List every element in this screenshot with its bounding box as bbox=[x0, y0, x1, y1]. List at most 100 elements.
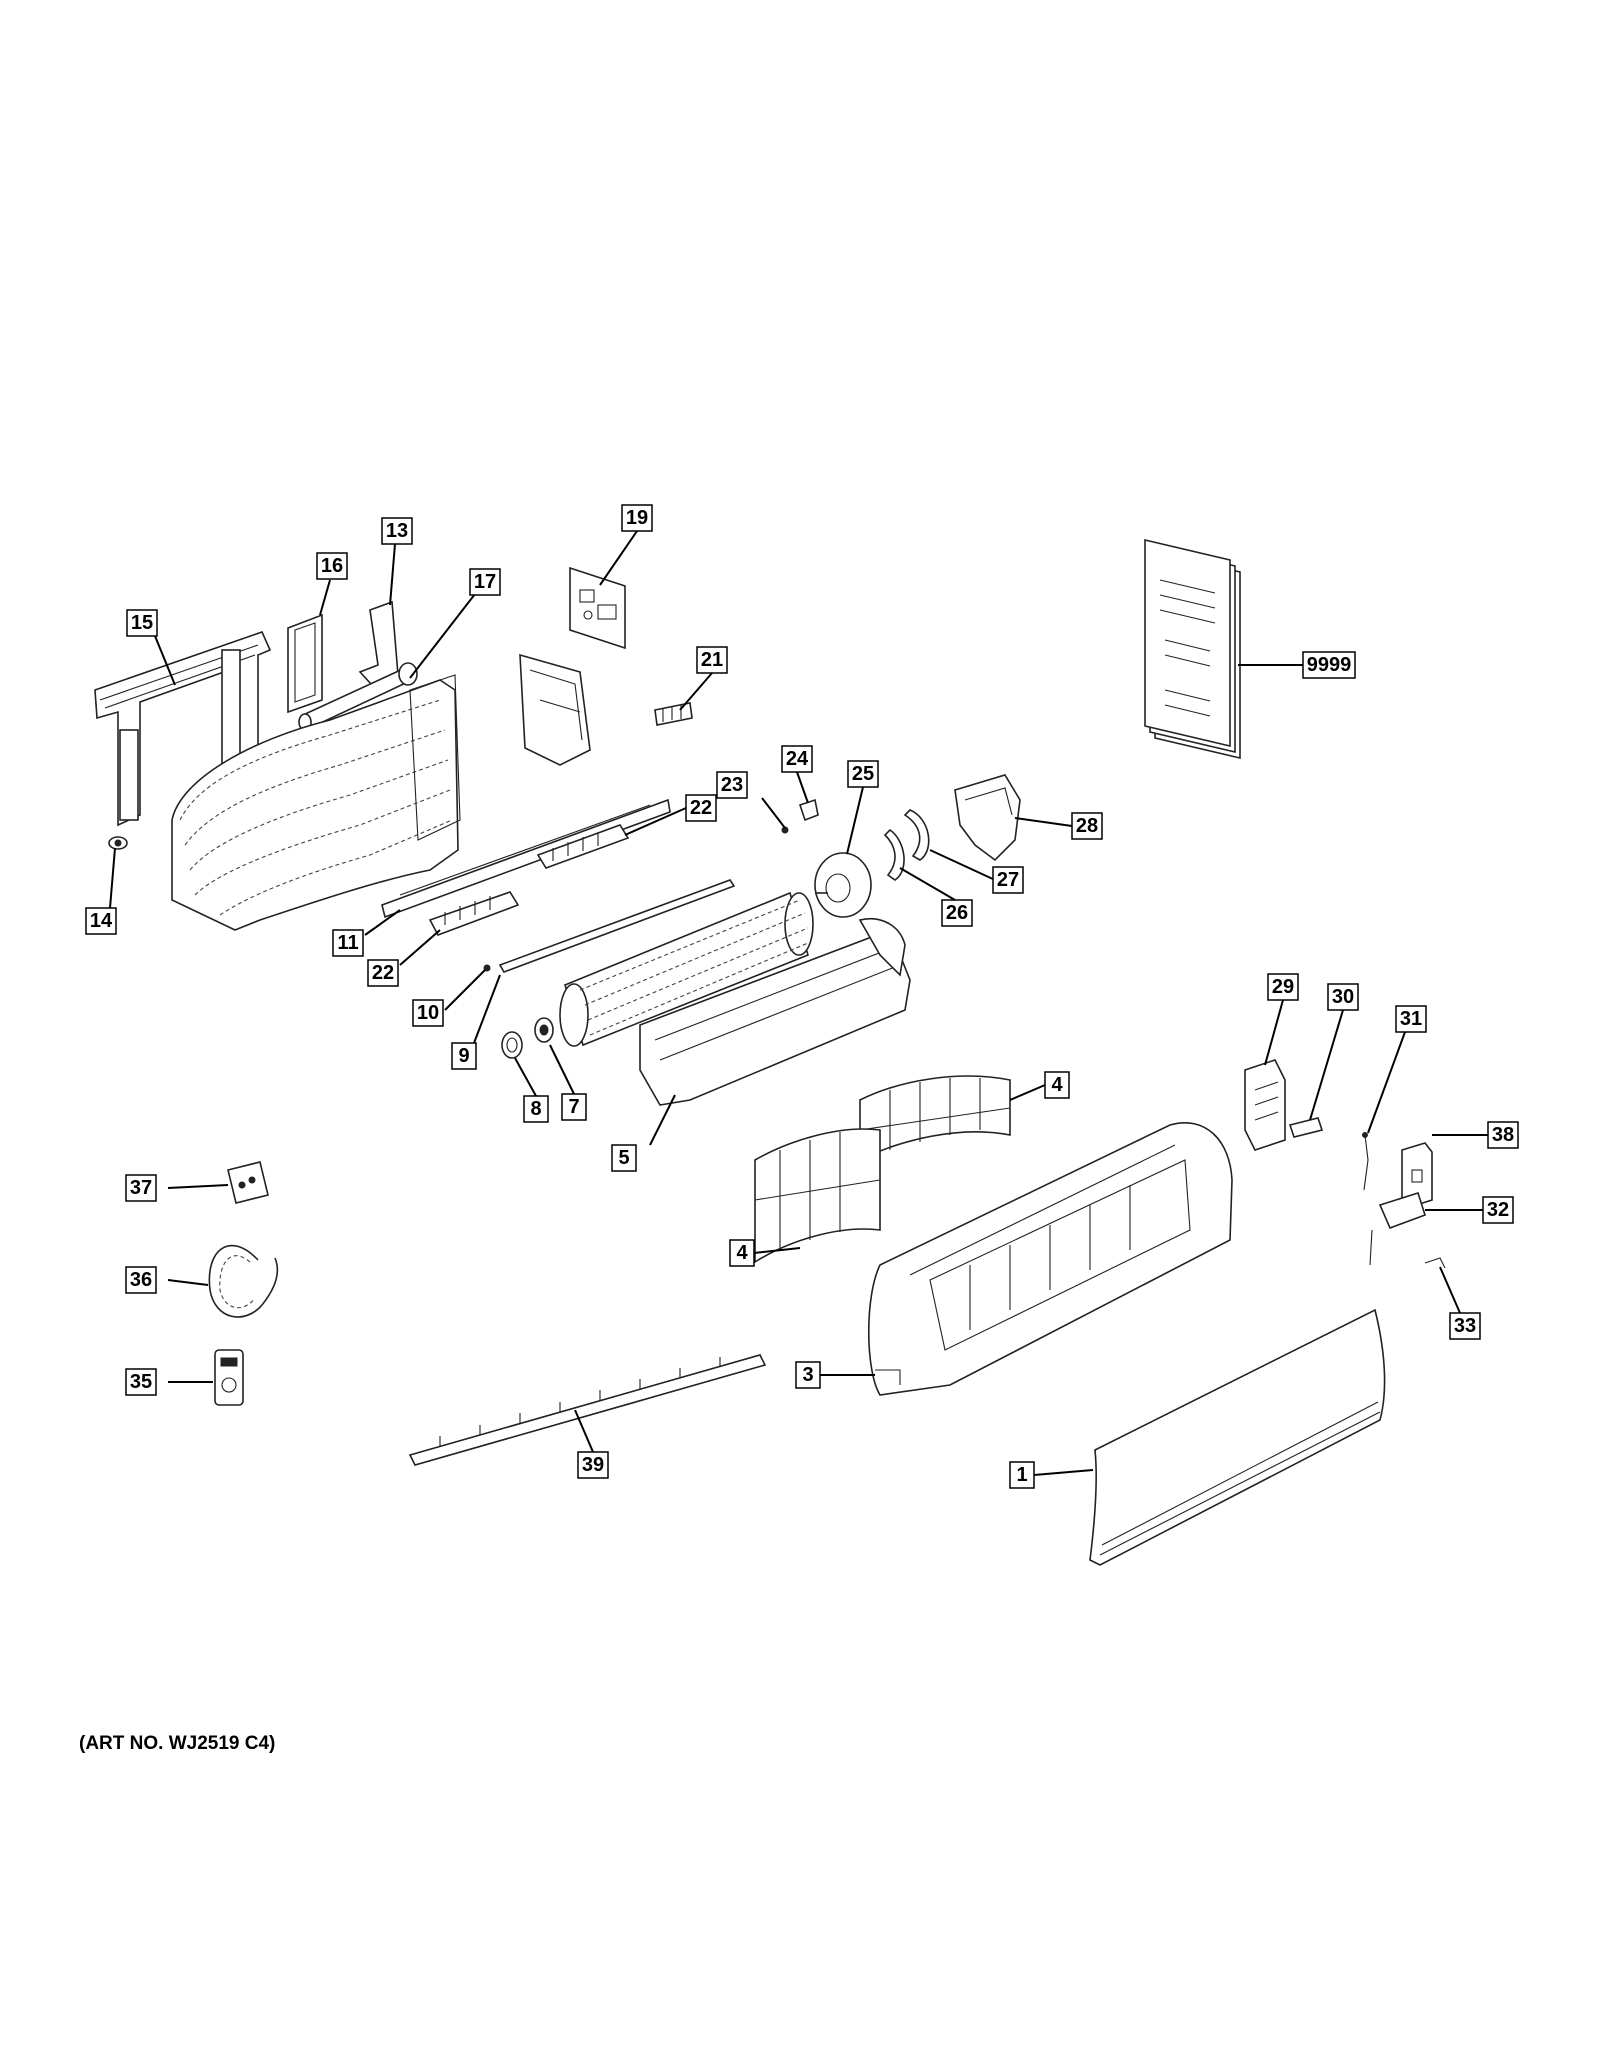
callout-13: 13 bbox=[381, 517, 413, 545]
callout-9999: 9999 bbox=[1302, 651, 1356, 679]
callout-9999-text: 9999 bbox=[1307, 654, 1352, 676]
callout-5-text: 5 bbox=[618, 1147, 629, 1169]
callout-9-text: 9 bbox=[458, 1045, 469, 1067]
callout-16: 16 bbox=[316, 552, 348, 580]
callout-33: 33 bbox=[1449, 1312, 1481, 1340]
callout-10-text: 10 bbox=[417, 1002, 439, 1024]
callout-14-text: 14 bbox=[90, 910, 113, 932]
part-evaporator-chassis bbox=[171, 674, 461, 931]
callout-25: 25 bbox=[847, 760, 879, 788]
callout-14: 14 bbox=[85, 907, 117, 935]
callout-27-text: 27 bbox=[997, 869, 1019, 891]
part-manual bbox=[1144, 538, 1241, 760]
part-vane-motor-b bbox=[536, 824, 630, 869]
callout-17: 17 bbox=[469, 568, 501, 596]
callout-3: 3 bbox=[795, 1361, 821, 1389]
callout-22-lower: 22 bbox=[367, 959, 399, 987]
part-bearing-holder bbox=[501, 1031, 523, 1059]
callout-27: 27 bbox=[992, 866, 1024, 894]
callout-10: 10 bbox=[412, 999, 444, 1027]
art-number-label: (ART NO. WJ2519 C4) bbox=[79, 1733, 276, 1754]
part-shaft-rod bbox=[498, 879, 736, 973]
part-filter-b bbox=[754, 1128, 881, 1264]
part-front-panel bbox=[1089, 1308, 1386, 1566]
callout-39-text: 39 bbox=[582, 1454, 604, 1476]
part-electrical-box bbox=[519, 653, 591, 766]
callout-32-text: 32 bbox=[1487, 1199, 1509, 1221]
part-bearing-ring bbox=[534, 1017, 554, 1043]
part-receiver-board bbox=[1369, 1191, 1426, 1266]
callout-35-text: 35 bbox=[130, 1371, 152, 1393]
callout-26: 26 bbox=[941, 899, 973, 927]
callout-23-text: 23 bbox=[721, 774, 743, 796]
callout-15-text: 15 bbox=[131, 612, 153, 634]
callout-16-text: 16 bbox=[321, 555, 343, 577]
part-blower-wheel bbox=[559, 891, 814, 1047]
callout-19-text: 19 bbox=[626, 507, 648, 529]
part-bracket bbox=[287, 613, 323, 714]
part-terminal-block bbox=[654, 702, 693, 726]
callout-21-text: 21 bbox=[701, 649, 723, 671]
part-front-housing bbox=[867, 1122, 1233, 1396]
callout-23: 23 bbox=[716, 771, 748, 799]
callout-13-text: 13 bbox=[386, 520, 408, 542]
callout-32: 32 bbox=[1482, 1196, 1514, 1224]
callout-8-text: 8 bbox=[530, 1098, 541, 1120]
callout-38: 38 bbox=[1487, 1121, 1519, 1149]
callout-17-text: 17 bbox=[474, 571, 496, 593]
part-drain-support bbox=[358, 600, 399, 686]
callout-22-upper: 22 bbox=[685, 794, 717, 822]
callout-11-text: 11 bbox=[337, 932, 358, 954]
part-display-board bbox=[1288, 1117, 1324, 1138]
callout-35: 35 bbox=[125, 1368, 157, 1396]
callout-26-text: 26 bbox=[946, 902, 968, 924]
callout-22-upper-text: 22 bbox=[690, 797, 712, 819]
part-sensor-wire bbox=[1362, 1132, 1369, 1191]
part-motor-clamp-lower bbox=[883, 828, 905, 881]
callout-38-text: 38 bbox=[1492, 1124, 1514, 1146]
callout-31: 31 bbox=[1395, 1005, 1427, 1033]
callout-28-text: 28 bbox=[1076, 815, 1098, 837]
callout-4-upper: 4 bbox=[1044, 1071, 1070, 1099]
part-side-cover bbox=[1244, 1059, 1286, 1151]
callout-25-text: 25 bbox=[852, 763, 874, 785]
callout-1: 1 bbox=[1009, 1461, 1035, 1489]
part-motor-cover bbox=[954, 774, 1021, 862]
callout-4-lower: 4 bbox=[729, 1239, 755, 1267]
part-fitting bbox=[108, 836, 128, 850]
part-drain-pan bbox=[639, 918, 911, 1106]
callout-24: 24 bbox=[781, 745, 813, 773]
callout-28: 28 bbox=[1071, 812, 1103, 840]
part-screw-bag bbox=[227, 1161, 269, 1204]
leader-lines bbox=[109, 530, 1488, 1476]
callout-37: 37 bbox=[125, 1174, 157, 1202]
callout-7-text: 7 bbox=[568, 1096, 579, 1118]
part-drain-hose bbox=[298, 662, 418, 731]
callout-29-text: 29 bbox=[1272, 976, 1294, 998]
callout-9: 9 bbox=[451, 1042, 477, 1070]
callout-19: 19 bbox=[621, 504, 653, 532]
part-vane-motor-a bbox=[428, 891, 520, 936]
callout-21: 21 bbox=[696, 646, 728, 674]
part-fan-motor bbox=[814, 852, 872, 918]
callout-1-text: 1 bbox=[1016, 1464, 1027, 1486]
callout-33-text: 33 bbox=[1454, 1315, 1476, 1337]
callout-3-text: 3 bbox=[802, 1364, 813, 1386]
callout-8: 8 bbox=[523, 1095, 549, 1123]
part-remote-control bbox=[214, 1349, 244, 1406]
callout-29: 29 bbox=[1267, 973, 1299, 1001]
callout-30: 30 bbox=[1327, 983, 1359, 1011]
part-motor-clamp-upper bbox=[903, 809, 930, 861]
callout-37-text: 37 bbox=[130, 1177, 152, 1199]
part-filter-a bbox=[859, 1075, 1011, 1162]
part-screw bbox=[483, 964, 491, 972]
callout-11: 11 bbox=[332, 929, 364, 957]
callout-7: 7 bbox=[561, 1093, 587, 1121]
part-insulation-hose bbox=[208, 1244, 279, 1318]
callout-5: 5 bbox=[611, 1144, 637, 1172]
callout-4-upper-text: 4 bbox=[1051, 1074, 1063, 1096]
part-wire-clip bbox=[1424, 1257, 1446, 1269]
part-control-board bbox=[569, 566, 626, 650]
callout-36: 36 bbox=[125, 1266, 157, 1294]
callout-31-text: 31 bbox=[1400, 1008, 1422, 1030]
